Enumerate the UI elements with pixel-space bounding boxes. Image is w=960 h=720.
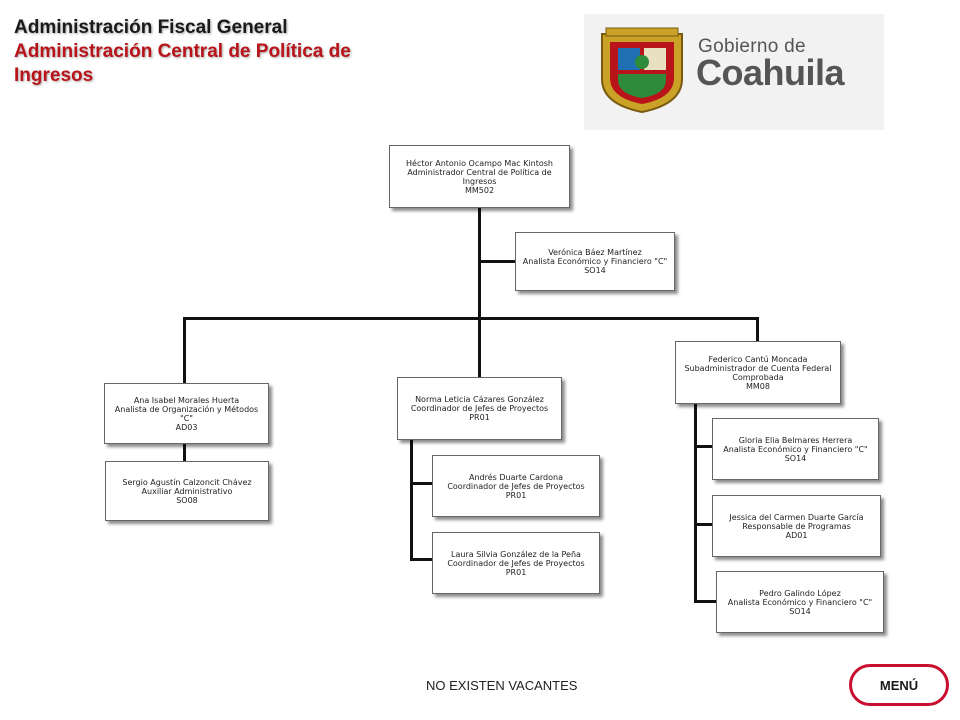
person-code: PR01 [505,567,527,577]
org-box-center-child-2: Laura Silvia González de la Peña Coordin… [432,532,600,594]
connector-line [410,482,432,485]
person-name: Laura Silvia González de la Peña [451,549,581,559]
org-box-assistant: Verónica Báez Martínez Analista Económic… [515,232,675,291]
org-box-right-child-2: Jessica del Carmen Duarte García Respons… [712,495,881,557]
org-box-right-child-1: Gloria Elia Belmares Herrera Analista Ec… [712,418,879,480]
org-box-right-child-3: Pedro Galindo López Analista Económico y… [716,571,884,633]
person-name: Verónica Báez Martínez [548,248,642,257]
connector-line [694,445,712,448]
person-code: AD01 [785,530,808,540]
person-name: Norma Leticia Cázares González [415,395,544,404]
person-role: Analista Económico y Financiero "C" [727,597,873,607]
coat-of-arms-icon [601,27,683,114]
person-role: Auxiliar Administrativo [141,486,233,496]
person-role: Analista Económico y Financiero "C" [723,444,868,454]
person-role: Coordinador de Jefes de Proyectos [447,558,585,568]
connector-line [694,523,712,526]
person-code: PR01 [469,413,490,422]
person-name: Jessica del Carmen Duarte García [729,512,864,522]
connector-line [183,317,186,383]
connector-line [694,404,697,602]
person-code: AD03 [175,422,198,432]
org-box-center: Norma Leticia Cázares González Coordinad… [397,377,562,440]
connector-line [183,317,759,320]
connector-line [756,317,759,341]
person-name: Federico Cantú Moncada [708,354,808,364]
page-subtitle: Administración Central de Política de In… [14,41,351,86]
connector-line [478,260,516,263]
person-name: Gloria Elia Belmares Herrera [738,435,853,445]
person-name: Andrés Duarte Cardona [469,472,563,482]
person-role: Coordinador de Jefes de Proyectos [447,481,585,491]
connector-line [183,444,186,461]
person-code: SO08 [176,495,198,505]
person-code: SO14 [789,606,811,616]
person-name: Ana Isabel Morales Huerta [133,395,240,405]
logo-line-2: Coahuila [696,52,845,93]
person-code: MM08 [746,381,770,391]
person-name: Pedro Galindo López [759,588,841,598]
org-box-right: Federico Cantú Moncada Subadministrador … [675,341,841,404]
person-code: SO14 [784,453,807,463]
person-role: Analista Económico y Financiero "C" [522,257,668,266]
person-code: SO14 [584,266,606,275]
person-role: Coordinador de Jefes de Proyectos [410,404,549,413]
connector-line [694,600,716,603]
person-name: Sergio Agustín Calzoncit Chávez [122,477,252,487]
org-box-left: Ana Isabel Morales Huerta Analista de Or… [104,383,269,444]
page-title: Administración Fiscal General [14,17,288,38]
person-code: PR01 [505,490,527,500]
connector-line [478,208,481,320]
connector-line [410,440,413,560]
person-role: Analista de Organización y Métodos "C" [114,404,259,423]
org-box-center-child-1: Andrés Duarte Cardona Coordinador de Jef… [432,455,600,517]
person-name: Héctor Antonio Ocampo Mac Kintosh [406,158,553,168]
menu-button[interactable]: MENÚ [849,664,949,706]
logo-line-1: Gobierno de [698,36,806,57]
connector-line [410,558,432,561]
gobierno-coahuila-logo: Gobierno de Coahuila [584,14,884,130]
person-role: Subadministrador de Cuenta Federal Compr… [684,363,832,382]
person-role: Administrador Central de Política de Ing… [407,167,552,186]
org-box-left-child: Sergio Agustín Calzoncit Chávez Auxiliar… [105,461,269,521]
person-code: MM502 [464,185,495,195]
person-role: Responsable de Programas [742,521,851,531]
org-box-root: Héctor Antonio Ocampo Mac Kintosh Admini… [389,145,570,208]
vacancies-note: NO EXISTEN VACANTES [426,678,578,693]
connector-line [478,317,481,377]
